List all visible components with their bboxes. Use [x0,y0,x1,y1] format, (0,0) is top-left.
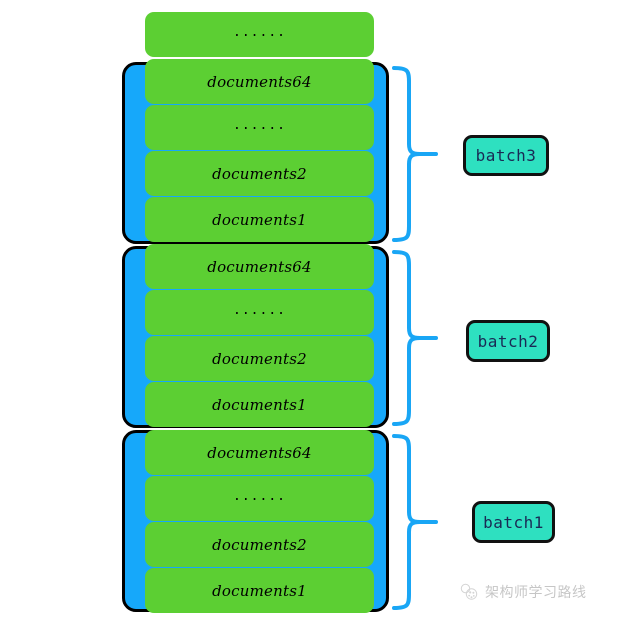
batch-label-batch2: batch2 [466,320,550,362]
batch2-document-row-ellipsis: ...... [145,290,374,335]
batch-label-batch1: batch1 [472,501,555,543]
document-row-label: documents64 [207,443,312,462]
batch1-document-row-64: documents64 [145,430,374,475]
ellipsis-glyph: ...... [233,302,286,318]
document-row-label: documents2 [212,535,307,554]
brace-batch3 [392,66,438,242]
watermark: 架构师学习路线 [459,582,587,602]
ellipsis-glyph: ...... [233,24,286,40]
paw-print-logo-icon [459,582,479,602]
document-row-label: documents2 [212,164,307,183]
ellipsis-glyph: ...... [233,117,286,133]
batch1-document-row-2: documents2 [145,522,374,567]
batch1-document-row-1: documents1 [145,568,374,613]
batch-label-text: batch1 [483,512,544,532]
watermark-text: 架构师学习路线 [485,585,587,601]
document-row-label: documents1 [212,210,307,229]
document-row-label: documents64 [207,257,312,276]
batch-label-text: batch3 [475,146,537,165]
batch3-document-row-1: documents1 [145,197,374,242]
batch2-document-row-64: documents64 [145,244,374,289]
batch3-document-row-ellipsis: ...... [145,105,374,150]
document-row-label: documents1 [212,395,307,414]
document-row-label: documents2 [212,349,307,368]
brace-batch1 [392,434,438,610]
document-row-top-ellipsis: ...... [145,12,374,57]
batch1-document-row-ellipsis: ...... [145,476,374,521]
batch2-document-row-1: documents1 [145,382,374,427]
batch2-document-row-2: documents2 [145,336,374,381]
batch3-document-row-2: documents2 [145,151,374,196]
document-row-label: documents64 [207,72,312,91]
batch-label-batch3: batch3 [463,135,549,176]
brace-batch2 [392,250,438,426]
ellipsis-glyph: ...... [233,488,286,504]
batch-label-text: batch2 [477,331,539,351]
batch3-document-row-64: documents64 [145,59,374,104]
document-row-label: documents1 [212,581,307,600]
